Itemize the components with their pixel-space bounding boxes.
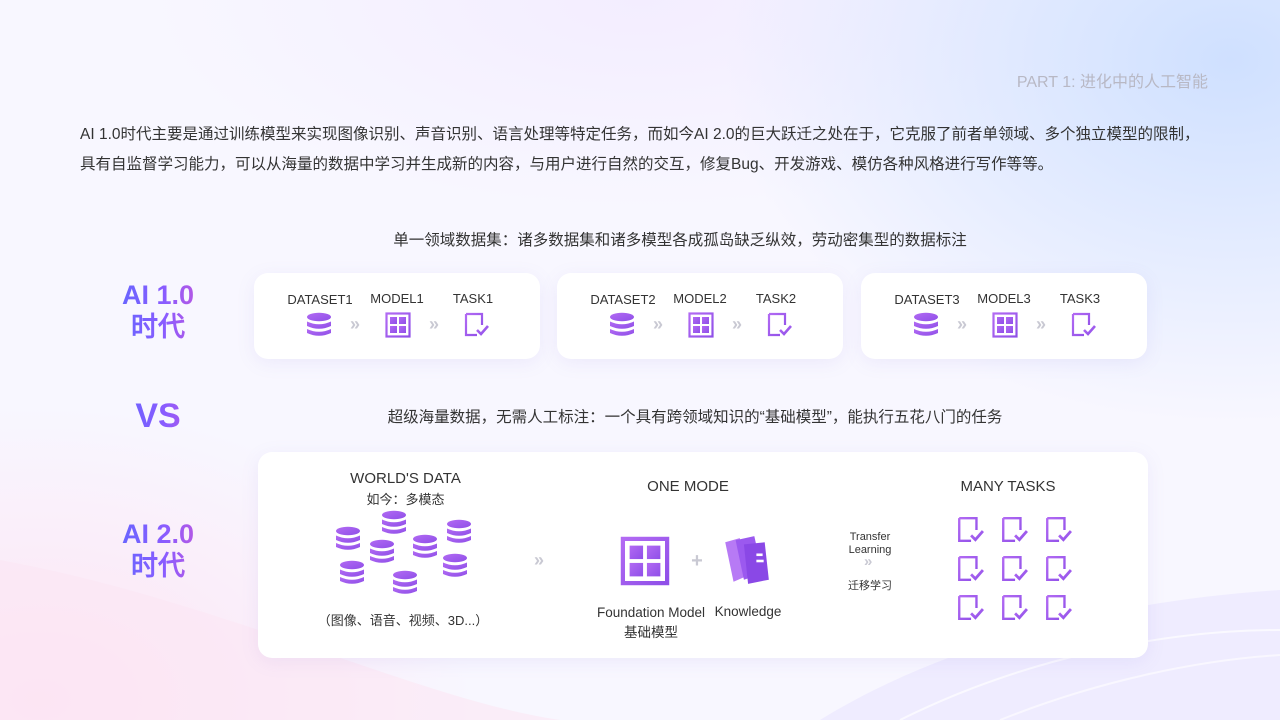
task-doc-icon <box>1044 594 1072 622</box>
task-label: TASK2 <box>755 291 797 306</box>
database-icon <box>445 519 473 545</box>
task-label: TASK1 <box>452 291 494 306</box>
dataset-label: DATASET2 <box>590 292 656 307</box>
database-icon <box>391 570 419 596</box>
model-label: MODEL1 <box>370 291 424 306</box>
double-chevron-icon: » <box>957 314 968 334</box>
era2-title: AI 2.0 时代 <box>88 518 228 582</box>
transfer-learning-label: Transfer Learning <box>840 531 900 557</box>
era1-caption: 单一领域数据集：诸多数据集和诸多模型各成孤岛缺乏纵效，劳动密集型的数据标注 <box>393 232 967 249</box>
transfer-label-line1: Transfer <box>849 531 891 543</box>
double-chevron-icon: » <box>429 314 440 334</box>
task-doc-icon <box>1000 516 1028 544</box>
task-doc-icon <box>956 516 984 544</box>
database-icon <box>441 553 469 579</box>
world-data-title: WORLD'S DATA <box>350 470 461 487</box>
era1-title-line2: 时代 <box>88 311 228 343</box>
database-icon <box>305 312 333 338</box>
era1-title-line1: AI 1.0 <box>88 279 228 311</box>
double-chevron-icon: » <box>653 314 664 334</box>
foundation-model-label-cn: 基础模型 <box>624 625 678 640</box>
intro-paragraph: AI 1.0时代主要是通过训练模型来实现图像识别、声音识别、语言处理等特定任务，… <box>80 126 1200 173</box>
database-icon <box>338 560 366 586</box>
task-doc-icon <box>463 312 489 338</box>
task-doc-icon <box>1070 312 1096 338</box>
task-label: TASK3 <box>1059 291 1101 306</box>
pipeline-card-1: DATASET1 MODEL1 TASK1 » » <box>254 273 540 359</box>
grid-model-icon <box>688 312 714 338</box>
task-doc-icon <box>1044 516 1072 544</box>
dataset-label: DATASET1 <box>287 292 353 307</box>
world-data-subtitle: 如今：多模态 <box>366 492 445 507</box>
double-chevron-icon: » <box>350 314 361 334</box>
foundation-model-card: WORLD'S DATA 如今：多模态 （图像、语音、视频、3D...） » O… <box>258 452 1148 658</box>
era1-title: AI 1.0 时代 <box>88 279 228 343</box>
foundation-model-icon <box>620 536 670 586</box>
double-chevron-icon: » <box>732 314 743 334</box>
era2-caption: 超级海量数据，无需人工标注：一个具有跨领域知识的“基础模型”，能执行五花八门的任… <box>387 409 1003 426</box>
era2-title-line2: 时代 <box>88 550 228 582</box>
world-data-note: （图像、语音、视频、3D...） <box>317 613 489 628</box>
model-label: MODEL2 <box>673 291 727 306</box>
database-icon <box>380 510 408 536</box>
many-tasks-title: MANY TASKS <box>960 478 1056 495</box>
knowledge-label: Knowledge <box>714 604 782 619</box>
vs-label: VS <box>88 399 228 433</box>
one-model-title: ONE MODE <box>647 478 729 495</box>
double-chevron-icon: » <box>534 550 545 570</box>
database-icon <box>912 312 940 338</box>
plus-sign: + <box>691 550 703 572</box>
book-stack-icon <box>719 534 773 588</box>
task-doc-icon <box>1044 555 1072 583</box>
task-doc-icon <box>766 312 792 338</box>
double-chevron-icon: » <box>1036 314 1047 334</box>
grid-model-icon <box>992 312 1018 338</box>
task-doc-icon <box>1000 594 1028 622</box>
database-icon <box>411 534 439 560</box>
task-doc-icon <box>956 555 984 583</box>
grid-model-icon <box>385 312 411 338</box>
part-title: PART 1: 进化中的人工智能 <box>1016 74 1208 91</box>
pipeline-card-2: DATASET2 MODEL2 TASK2 » » <box>557 273 843 359</box>
foundation-model-label: Foundation Model <box>596 605 706 620</box>
pipeline-card-3: DATASET3 MODEL3 TASK3 » » <box>861 273 1147 359</box>
database-icon <box>368 539 396 565</box>
era2-title-line1: AI 2.0 <box>88 518 228 550</box>
double-chevron-icon: » <box>864 553 873 570</box>
task-doc-icon <box>956 594 984 622</box>
model-label: MODEL3 <box>977 291 1031 306</box>
database-icon <box>334 526 362 552</box>
transfer-label-line2: Learning <box>848 544 892 556</box>
database-icon <box>608 312 636 338</box>
task-doc-icon <box>1000 555 1028 583</box>
dataset-label: DATASET3 <box>894 292 960 307</box>
transfer-label-cn: 迁移学习 <box>848 580 892 592</box>
